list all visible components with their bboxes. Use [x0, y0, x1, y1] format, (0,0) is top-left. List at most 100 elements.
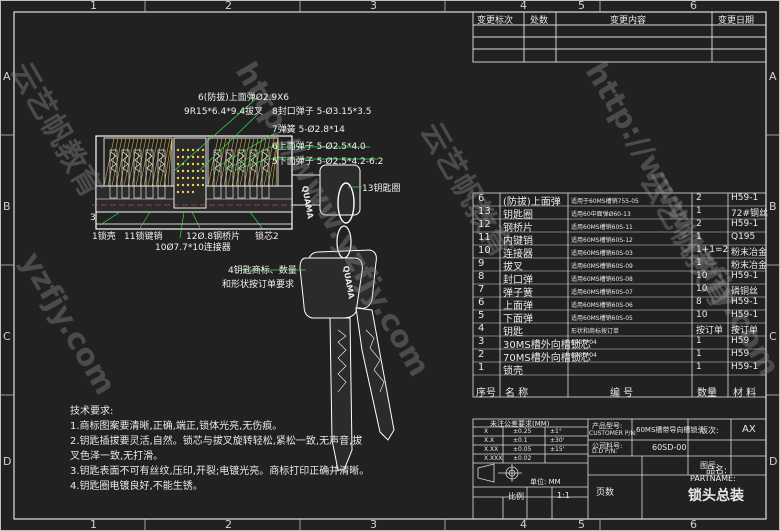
- title-block-grid: [472, 418, 767, 520]
- bom-cell-qty: 1+1=2: [696, 245, 729, 255]
- tolerance-cell: ±30': [550, 437, 565, 444]
- bom-cell-qty: 1: [696, 349, 702, 359]
- callout-key-ring: 13钥匙圈: [362, 184, 401, 194]
- bom-cell-spec: 60SD-04: [571, 339, 597, 346]
- bom-cell-name: 内键销: [503, 236, 533, 247]
- bom-cell-no: 10: [478, 245, 491, 256]
- callout-top-pin: 6上面弹子 5-Ø2.5*4.0: [272, 142, 366, 152]
- tolerance-cell: ±1°: [550, 428, 562, 435]
- partname-label-en: PARTNAME:: [690, 474, 736, 483]
- bom-cell-no: 9: [478, 258, 485, 269]
- callout-cam: 9R15*6.4*9.4拔叉: [184, 107, 264, 117]
- partname-label: 品名:: [706, 466, 728, 476]
- tolerance-cell: X: [484, 428, 489, 435]
- callout-bridge-plate: 12Ø.8钢桥片: [186, 232, 241, 242]
- company-part-label: 公司料号:: [592, 442, 623, 450]
- callout-cylinder: 锁芯2: [255, 232, 279, 242]
- bom-cell-qty: 10: [696, 310, 708, 320]
- bom-cell-spec: 适用60MS槽销60S-09: [571, 263, 633, 270]
- bom-cell-spec: 适用于60MS槽销755-05: [571, 198, 639, 205]
- bom-cell-no: 6: [478, 297, 485, 308]
- bom-cell-spec: 适用60MS槽销60S-05: [571, 315, 633, 322]
- rev-header-mark: 变更标次: [477, 16, 514, 26]
- frame-top-5: 5: [578, 0, 585, 12]
- key-ring-small: [336, 225, 352, 259]
- bom-cell-spec: 适用60MS槽销60S-06: [571, 302, 633, 309]
- callout-spring: 7弹簧 5-Ø2.8*14: [272, 125, 345, 135]
- bom-cell-mat: H59: [731, 336, 750, 346]
- callout-lock-pin: 11锁键销: [124, 232, 163, 242]
- bom-cell-name: 钢桥片: [503, 223, 533, 234]
- bom-cell-qty: 1: [696, 206, 702, 216]
- bom-cell-qty: 1: [696, 232, 702, 242]
- bom-cell-name: 70MS槽外向槽锁芯: [503, 353, 591, 364]
- bom-cell-name: 弹子簧: [503, 288, 533, 299]
- bom-cell-spec: 60SD-04: [571, 352, 597, 359]
- revision-table-grid: [472, 11, 767, 63]
- bom-header-qty: 数量: [697, 388, 717, 399]
- tolerance-cell: ±0.1: [513, 437, 528, 444]
- frame-top-2: 2: [225, 0, 232, 12]
- bom-cell-no: 11: [478, 232, 491, 243]
- bom-cell-qty: 2: [696, 219, 702, 229]
- bom-cell-no: 1: [478, 362, 485, 373]
- bom-cell-qty: 1: [696, 336, 702, 346]
- bom-table-grid: [472, 192, 767, 398]
- bom-cell-qty: 2: [696, 193, 702, 203]
- svg-text:云艺帆教育: 云艺帆教育: [3, 57, 108, 204]
- bom-cell-qty: 1: [696, 258, 702, 268]
- tech-line-1: 1.商标图案要清晰,正确,端正,锁体光亮,无伤痕。: [70, 421, 283, 432]
- tolerance-cell: ±15': [550, 446, 565, 453]
- bom-cell-no: 7: [478, 284, 485, 295]
- callout-key-brand: 4钥匙商标、数量: [228, 266, 297, 276]
- frame-top-6: 6: [690, 0, 697, 12]
- frame-bottom-2: 2: [225, 518, 232, 531]
- tech-line-3: 叉色泽一致,无打滑。: [70, 451, 164, 462]
- frame-top-3: 3: [370, 0, 377, 12]
- frame-bottom-5: 5: [578, 518, 585, 531]
- tolerance-title: 未注公差要求(MM): [490, 420, 550, 428]
- bom-cell-qty: 按订单: [696, 326, 724, 336]
- bom-cell-spec: 形状和商标按订单: [571, 328, 620, 335]
- bom-cell-mat: 72#钢丝: [731, 209, 768, 219]
- bom-cell-name: 下面弹: [503, 314, 533, 325]
- bom-cell-mat: Q195: [731, 232, 756, 242]
- frame-side-a-right: A: [769, 70, 777, 83]
- bom-cell-mat: 粉末冶金: [731, 261, 768, 271]
- bom-cell-qty: 10: [696, 284, 708, 294]
- product-model-label-en: CUSTOMER P/N:: [589, 430, 637, 437]
- scale-label: 比例: [508, 492, 524, 501]
- bom-cell-name: 拔叉: [503, 262, 523, 273]
- tech-line-5: 4.钥匙圈电镀良好,不能生锈。: [70, 481, 203, 492]
- tech-title: 技术要求:: [70, 406, 114, 417]
- projection-symbol: [477, 463, 522, 483]
- bom-cell-mat: 磷铜丝: [731, 287, 759, 297]
- bom-cell-qty: 10: [696, 271, 708, 281]
- rev-header-content: 变更内容: [610, 16, 647, 26]
- tolerance-cell: X.XX: [484, 446, 499, 453]
- bom-cell-name: 连接器: [503, 249, 533, 260]
- scale-value: 1:1: [557, 491, 570, 500]
- company-part-label-en: D.D P/N:: [592, 448, 618, 455]
- sheet-label: 页数: [596, 488, 615, 498]
- callout-seal-pin: 8封口弹子 5-Ø3.15*3.5: [272, 107, 372, 117]
- product-model-value: 60MS槽带导向槽锁头: [636, 426, 705, 434]
- callout-key-shape: 和形状按订单要求: [222, 280, 295, 290]
- svg-text:yzfjy.com: yzfjy.com: [13, 247, 122, 402]
- bom-cell-name: (防拔)上面弹: [503, 197, 561, 208]
- drawing-label: 图号:: [700, 461, 719, 470]
- bom-cell-qty: 1: [696, 362, 702, 372]
- rev-header-date: 变更日期: [718, 16, 755, 26]
- bom-cell-name: 30MS槽外向槽锁芯: [503, 340, 591, 351]
- tolerance-unit: 单位: MM: [530, 478, 561, 486]
- tech-line-4: 3.钥匙表面不可有丝纹,压印,开裂;电镀光亮。商标打印正确并清晰。: [70, 466, 370, 477]
- bom-cell-name: 锁壳: [503, 366, 523, 377]
- bom-cell-spec: 适用60中面弹Ø60-13: [571, 211, 631, 218]
- frame-side-d: D: [3, 455, 12, 468]
- callout-body: 1锁壳: [92, 232, 116, 242]
- lock-cylinder-section: [92, 135, 361, 230]
- bom-cell-mat: H59-1: [731, 271, 759, 281]
- frame-bottom-6: 6: [690, 518, 697, 531]
- bom-cell-spec: 适用60MS槽销60S-08: [571, 276, 633, 283]
